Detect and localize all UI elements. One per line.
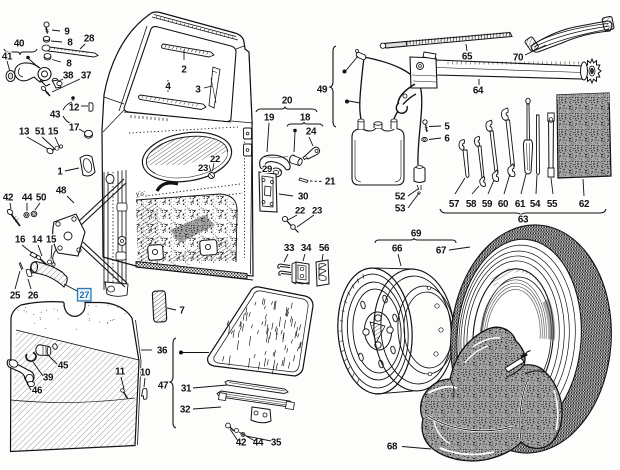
- svg-text:29: 29: [262, 164, 272, 175]
- svg-text:40: 40: [14, 39, 25, 50]
- svg-text:61: 61: [515, 199, 526, 210]
- svg-text:15: 15: [46, 235, 57, 246]
- svg-text:65: 65: [462, 52, 473, 63]
- svg-text:66: 66: [392, 244, 403, 255]
- svg-text:9: 9: [64, 27, 70, 38]
- svg-text:47: 47: [158, 381, 169, 392]
- svg-text:22: 22: [210, 154, 220, 165]
- svg-text:23: 23: [312, 206, 322, 217]
- svg-text:44: 44: [253, 438, 264, 449]
- svg-text:6: 6: [444, 134, 450, 145]
- svg-text:18: 18: [300, 113, 311, 124]
- svg-text:39: 39: [43, 373, 54, 384]
- svg-text:64: 64: [473, 86, 484, 97]
- svg-text:36: 36: [157, 346, 168, 357]
- svg-text:63: 63: [518, 215, 529, 226]
- svg-text:13: 13: [19, 127, 30, 138]
- svg-text:2: 2: [181, 65, 187, 76]
- svg-text:52: 52: [395, 192, 406, 203]
- svg-text:62: 62: [579, 199, 590, 210]
- svg-text:42: 42: [236, 438, 247, 449]
- svg-text:55: 55: [547, 199, 558, 210]
- svg-text:34: 34: [301, 243, 312, 254]
- svg-text:59: 59: [482, 199, 493, 210]
- svg-text:3: 3: [195, 85, 201, 96]
- svg-text:43: 43: [50, 110, 61, 121]
- svg-text:19: 19: [264, 113, 275, 124]
- svg-text:17: 17: [69, 123, 80, 134]
- svg-text:16: 16: [15, 235, 26, 246]
- svg-text:57: 57: [449, 199, 460, 210]
- svg-text:11: 11: [115, 367, 126, 378]
- svg-text:33: 33: [284, 243, 295, 254]
- svg-text:21: 21: [325, 177, 336, 188]
- svg-text:45: 45: [58, 361, 69, 372]
- svg-text:14: 14: [32, 235, 43, 246]
- svg-text:54: 54: [530, 199, 541, 210]
- svg-text:50: 50: [36, 193, 47, 204]
- svg-text:31: 31: [181, 384, 192, 395]
- svg-text:4: 4: [165, 82, 171, 93]
- svg-text:48: 48: [56, 186, 67, 197]
- svg-text:27: 27: [79, 289, 89, 300]
- svg-text:7: 7: [179, 306, 185, 317]
- svg-text:56: 56: [319, 243, 330, 254]
- svg-text:32: 32: [180, 405, 191, 416]
- svg-text:23: 23: [198, 163, 208, 174]
- svg-text:8: 8: [67, 38, 73, 49]
- svg-text:10: 10: [140, 368, 151, 379]
- svg-text:y´o´„: y´o´„: [136, 192, 147, 198]
- svg-text:26: 26: [28, 291, 39, 302]
- svg-text:38: 38: [63, 71, 74, 82]
- svg-text:53: 53: [395, 204, 406, 215]
- svg-text:8: 8: [66, 59, 72, 70]
- svg-text:37: 37: [81, 71, 92, 82]
- svg-text:68: 68: [387, 442, 398, 453]
- svg-text:25: 25: [10, 291, 21, 302]
- svg-text:12: 12: [69, 103, 80, 114]
- svg-text:22: 22: [295, 206, 305, 217]
- svg-text:1: 1: [57, 167, 63, 178]
- svg-text:60: 60: [498, 199, 509, 210]
- svg-text:28: 28: [84, 34, 95, 45]
- svg-text:49: 49: [317, 85, 328, 96]
- svg-text:35: 35: [271, 438, 282, 449]
- svg-text:69: 69: [411, 229, 422, 240]
- svg-text:20: 20: [282, 96, 293, 107]
- svg-text:46: 46: [32, 386, 43, 397]
- svg-text:41: 41: [2, 52, 13, 63]
- svg-text:42: 42: [3, 193, 14, 204]
- svg-text:70: 70: [513, 53, 524, 64]
- svg-text:44: 44: [22, 193, 33, 204]
- svg-text:51: 51: [35, 127, 46, 138]
- svg-text:58: 58: [466, 199, 477, 210]
- svg-text:24: 24: [306, 127, 317, 138]
- svg-text:15: 15: [48, 127, 59, 138]
- svg-text:30: 30: [298, 192, 309, 203]
- svg-text:5: 5: [444, 122, 450, 133]
- svg-text:67: 67: [436, 246, 447, 257]
